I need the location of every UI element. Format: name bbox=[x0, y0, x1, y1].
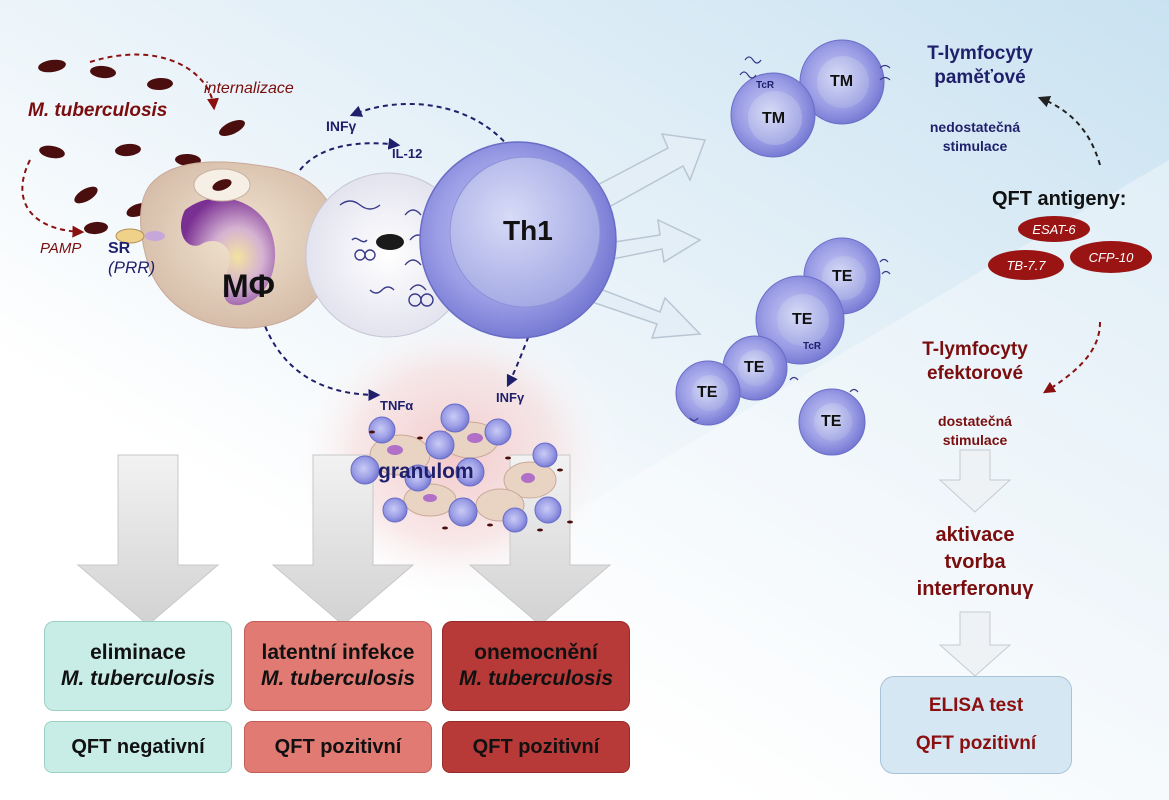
antigen-cfp10: CFP-10 bbox=[1070, 241, 1152, 273]
internalization-label: internalizace bbox=[204, 80, 294, 97]
outcome-disease-line1: onemocnění bbox=[474, 641, 598, 664]
outcome-elimination-line1: eliminace bbox=[90, 641, 186, 664]
macrophage-label: MΦ bbox=[222, 268, 275, 304]
outcome-elimination-line2: M. tuberculosis bbox=[60, 667, 216, 690]
outcome-latent-line2: M. tuberculosis bbox=[260, 667, 416, 690]
memory-title-line2: paměťové bbox=[934, 67, 1026, 88]
memory-title: T-lymfocyty paměťové bbox=[900, 42, 1060, 90]
outcome-elimination: eliminace M. tuberculosis bbox=[44, 621, 232, 711]
right-flow-arrows bbox=[938, 449, 1012, 677]
tm-label-2: TM bbox=[762, 110, 786, 127]
qft-positive-latent-box: QFT pozitivní bbox=[244, 721, 432, 773]
macrophage-cell bbox=[115, 161, 338, 329]
effector-title: T-lymfocyty efektorové bbox=[895, 338, 1055, 386]
sr-label: SR bbox=[108, 240, 131, 257]
activation-line2: tvorba bbox=[944, 551, 1006, 573]
insufficient-line2: stimulace bbox=[942, 138, 1008, 154]
th1-label: Th1 bbox=[503, 215, 553, 246]
antigen-tb77: TB-7.7 bbox=[988, 250, 1064, 280]
insufficient-line1: nedostatečná bbox=[929, 119, 1021, 135]
te-label-2: TE bbox=[792, 311, 813, 328]
prr-label: (PRR) bbox=[108, 258, 156, 277]
qft-negative-box: QFT negativní bbox=[44, 721, 232, 773]
th1-cell bbox=[419, 141, 617, 339]
activation-text: aktivace tvorba interferonuγ bbox=[880, 522, 1070, 603]
tcr-label-top: TcR bbox=[756, 80, 775, 91]
tcr-label-bottom: TcR bbox=[803, 341, 822, 352]
pamp-label: PAMP bbox=[40, 240, 82, 257]
effector-t-cells bbox=[675, 237, 891, 456]
te-label-4: TE bbox=[697, 384, 718, 401]
tnfa-label: TNFα bbox=[380, 398, 414, 413]
outcome-disease-line2: M. tuberculosis bbox=[458, 667, 614, 690]
effector-title-line1: T-lymfocyty bbox=[922, 339, 1028, 360]
sufficient-line2: stimulace bbox=[942, 432, 1008, 448]
elisa-title: ELISA test bbox=[928, 695, 1024, 716]
memory-title-line1: T-lymfocyty bbox=[927, 43, 1033, 64]
granulom-label: granulom bbox=[378, 460, 474, 483]
signal-arrows bbox=[21, 53, 1101, 401]
qft-antigens-title: QFT antigeny: bbox=[992, 188, 1127, 210]
activation-line1: aktivace bbox=[935, 524, 1015, 546]
memory-t-cells bbox=[730, 39, 891, 158]
qft-positive-disease-box: QFT pozitivní bbox=[442, 721, 630, 773]
te-label-3: TE bbox=[744, 359, 765, 376]
insufficient-stimulation: nedostatečná stimulace bbox=[900, 118, 1050, 156]
outcome-disease: onemocnění M. tuberculosis bbox=[442, 621, 630, 711]
sufficient-line1: dostatečná bbox=[938, 413, 1012, 429]
tm-label-1: TM bbox=[830, 73, 854, 90]
te-label-1: TE bbox=[832, 268, 853, 285]
antigen-esat6: ESAT-6 bbox=[1018, 216, 1090, 242]
mtb-label: M. tuberculosis bbox=[28, 100, 168, 121]
outcome-latent: latentní infekce M. tuberculosis bbox=[244, 621, 432, 711]
differentiation-arrows bbox=[585, 133, 707, 339]
granuloma-cluster bbox=[350, 403, 573, 533]
infg-bottom-label: INFγ bbox=[496, 390, 525, 405]
activation-line3: interferonuγ bbox=[916, 578, 1034, 600]
outcome-arrows bbox=[76, 454, 612, 626]
elisa-result: QFT pozitivní bbox=[915, 733, 1037, 754]
elisa-box: ELISA test QFT pozitivní bbox=[880, 676, 1072, 774]
infg-top-label: INFγ bbox=[326, 118, 357, 134]
effector-title-line2: efektorové bbox=[926, 363, 1024, 384]
te-label-5: TE bbox=[821, 413, 842, 430]
il12-label: IL-12 bbox=[392, 146, 423, 161]
sufficient-stimulation: dostatečná stimulace bbox=[900, 412, 1050, 450]
outcome-latent-line1: latentní infekce bbox=[261, 641, 415, 664]
